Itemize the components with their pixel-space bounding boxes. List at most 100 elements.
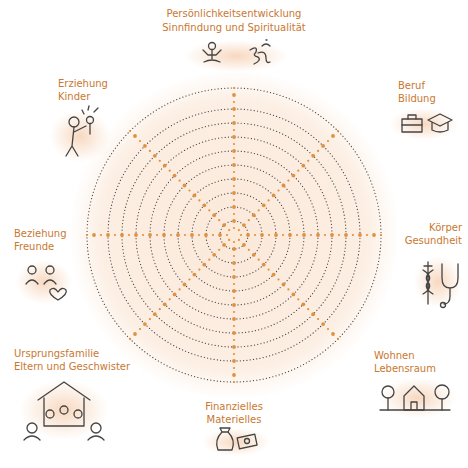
dotted-ring: [122, 123, 346, 347]
spoke-dot: [106, 233, 110, 237]
spoke-dot: [92, 233, 96, 237]
spoke-dot: [232, 107, 236, 111]
spoke-dot: [233, 143, 235, 145]
spoke-dot: [153, 312, 157, 316]
spoke-dot: [287, 288, 289, 290]
spoke-dot: [311, 312, 315, 316]
spoke-dot: [268, 234, 270, 236]
spoke-dot: [292, 174, 296, 178]
spoke-dot: [258, 259, 260, 261]
spoke-dot: [232, 331, 236, 335]
spoke-dot: [337, 130, 339, 132]
spoke-dot: [208, 209, 210, 211]
spoke-dot: [317, 318, 319, 320]
category-label: Wohnen: [374, 350, 415, 362]
spoke-dot: [311, 154, 315, 158]
wheel-glow: [69, 70, 399, 400]
spoke-dot: [302, 233, 306, 237]
spoke-dot: [139, 328, 141, 330]
spoke-dot: [169, 298, 171, 300]
dotted-ring: [178, 179, 290, 291]
category-label: Bildung: [398, 93, 436, 105]
spoke-dot: [226, 234, 228, 236]
spoke-dot: [190, 233, 194, 237]
spoke-dot: [232, 373, 236, 377]
spoke-dot: [218, 233, 222, 237]
spoke-dot: [188, 189, 190, 191]
spoke-dot: [133, 134, 137, 138]
spoke-dot: [222, 223, 226, 227]
spoke-dot: [208, 259, 210, 261]
spoke-dot: [139, 140, 141, 142]
spoke-dot: [202, 203, 206, 207]
spoke-dot: [176, 233, 180, 237]
spoke-dot: [232, 163, 236, 167]
spoke-dot: [316, 233, 320, 237]
dotted-ring: [108, 109, 360, 361]
category-label: Erziehung: [58, 78, 108, 90]
category-label: Eltern und Geschwister: [14, 361, 130, 373]
spoke-dot: [232, 93, 236, 97]
spoke-dot: [86, 234, 88, 236]
spoke-dot: [344, 233, 348, 237]
spoke-dot: [282, 184, 286, 188]
spoke-dot: [169, 170, 171, 172]
spoke-dot: [143, 144, 147, 148]
category-label: Sinnfindung und Spiritualität: [162, 22, 305, 34]
spoke-dot: [238, 229, 240, 231]
spoke-dot: [358, 233, 362, 237]
spoke-dot: [128, 234, 130, 236]
spoke-dot: [301, 302, 305, 306]
spoke-dot: [198, 234, 200, 236]
spoke-dot: [262, 203, 266, 207]
spoke-dot: [179, 180, 181, 182]
spoke-dot: [163, 302, 167, 306]
spoke-dot: [242, 223, 246, 227]
spoke-dot: [149, 150, 151, 152]
spoke-dot: [330, 233, 334, 237]
spoke-dot: [159, 308, 161, 310]
spoke-dot: [188, 278, 190, 280]
spoke-dot: [352, 234, 354, 236]
dotted-rings: [87, 88, 381, 382]
spoke-dot: [232, 149, 236, 153]
spoke-dot: [233, 283, 235, 285]
spoke-dot: [218, 219, 220, 221]
spoke-dot: [233, 269, 235, 271]
spoke-dot: [317, 150, 319, 152]
spoke-dot: [272, 273, 276, 277]
spoke-dot: [307, 308, 309, 310]
spoke-dot: [184, 234, 186, 236]
dotted-ring: [192, 193, 276, 277]
spoke-dot: [238, 239, 240, 241]
spoke-dot: [232, 261, 236, 265]
spoke-dot: [212, 253, 216, 257]
spoke-dot: [193, 194, 197, 198]
spoke-dot: [297, 298, 299, 300]
spoke-dot: [240, 234, 242, 236]
spoke-dot: [233, 339, 235, 341]
spoke-dot: [233, 101, 235, 103]
spoke-dot: [233, 129, 235, 131]
spoke-dot: [274, 233, 278, 237]
spoke-dot: [272, 194, 276, 198]
spoke-dot: [222, 243, 226, 247]
spoke-dot: [301, 164, 305, 168]
spoke-dot: [232, 317, 236, 321]
spoke-dot: [233, 171, 235, 173]
spoke-dot: [338, 234, 340, 236]
category-label: Ursprungsfamilie: [14, 348, 99, 360]
spoke-dot: [163, 164, 167, 168]
spoke-dot: [233, 241, 235, 243]
dotted-ring: [150, 151, 318, 319]
dotted-ring: [136, 137, 332, 333]
icon-blobs: [16, 40, 462, 456]
spoke-dot: [193, 273, 197, 277]
spoke-dot: [262, 263, 266, 267]
spoke-dot: [242, 243, 246, 247]
spoke-dot: [212, 234, 214, 236]
category-label: Kinder: [58, 91, 90, 103]
spoke-dot: [296, 234, 298, 236]
spoke-dot: [321, 144, 325, 148]
